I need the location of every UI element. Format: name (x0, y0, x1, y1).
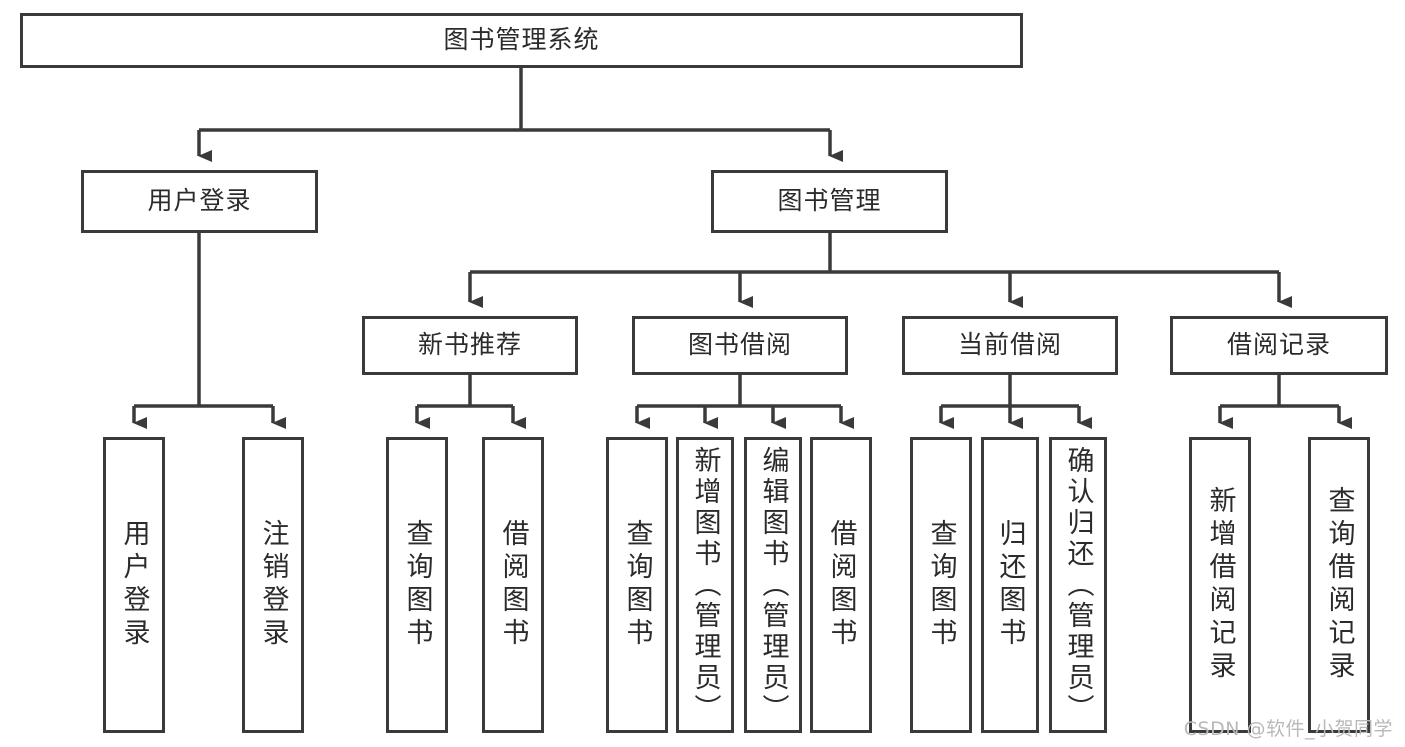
node-borrow-record[interactable]: 借阅记录 (1170, 316, 1388, 375)
node-label: 编辑图书（管理员） (757, 445, 789, 725)
node-new-book-recommend[interactable]: 新书推荐 (362, 316, 578, 375)
node-label: 查询图书 (925, 519, 957, 651)
leaf-recommend-query-book[interactable]: 查询图书 (386, 437, 448, 733)
node-label: 图书借阅 (687, 330, 792, 360)
leaf-borrow-query-book[interactable]: 查询图书 (606, 437, 668, 733)
node-current-borrow[interactable]: 当前借阅 (902, 316, 1118, 375)
node-label: 借阅记录 (1226, 330, 1331, 360)
leaf-recommend-borrow-book[interactable]: 借阅图书 (482, 437, 544, 733)
node-label: 注销登录 (257, 519, 289, 651)
csdn-watermark: CSDN @软件_小贺同学 (1183, 718, 1393, 740)
leaf-borrow-edit-book-admin[interactable]: 编辑图书（管理员） (744, 437, 802, 733)
leaf-current-return-book[interactable]: 归还图书 (981, 437, 1039, 733)
node-label: 新书推荐 (417, 330, 522, 360)
node-label: 新增图书（管理员） (689, 445, 721, 725)
leaf-current-query-book[interactable]: 查询图书 (910, 437, 972, 733)
node-label: 查询借阅记录 (1323, 486, 1355, 684)
node-book-management[interactable]: 图书管理 (711, 170, 948, 233)
node-label: 图书管理系统 (443, 25, 600, 55)
node-book-borrow[interactable]: 图书借阅 (632, 316, 848, 375)
leaf-record-add-record[interactable]: 新增借阅记录 (1189, 437, 1251, 733)
leaf-record-query-record[interactable]: 查询借阅记录 (1308, 437, 1370, 733)
node-label: 当前借阅 (957, 330, 1062, 360)
node-root-system[interactable]: 图书管理系统 (20, 13, 1023, 68)
node-label: 归还图书 (994, 519, 1026, 651)
node-label: 查询图书 (401, 519, 433, 651)
node-label: 新增借阅记录 (1204, 486, 1236, 684)
leaf-user-login-signout[interactable]: 注销登录 (242, 437, 304, 733)
node-label: 图书管理 (777, 186, 882, 216)
node-label: 借阅图书 (497, 519, 529, 651)
node-label: 确认归还（管理员） (1062, 445, 1094, 725)
leaf-borrow-borrow-book[interactable]: 借阅图书 (810, 437, 872, 733)
leaf-current-confirm-return-admin[interactable]: 确认归还（管理员） (1049, 437, 1107, 733)
node-label: 查询图书 (621, 519, 653, 651)
leaf-user-login-signin[interactable]: 用户登录 (103, 437, 165, 733)
node-label: 用户登录 (147, 186, 252, 216)
node-label: 借阅图书 (825, 519, 857, 651)
node-label: 用户登录 (118, 519, 150, 651)
node-user-login[interactable]: 用户登录 (81, 170, 318, 233)
leaf-borrow-add-book-admin[interactable]: 新增图书（管理员） (676, 437, 734, 733)
